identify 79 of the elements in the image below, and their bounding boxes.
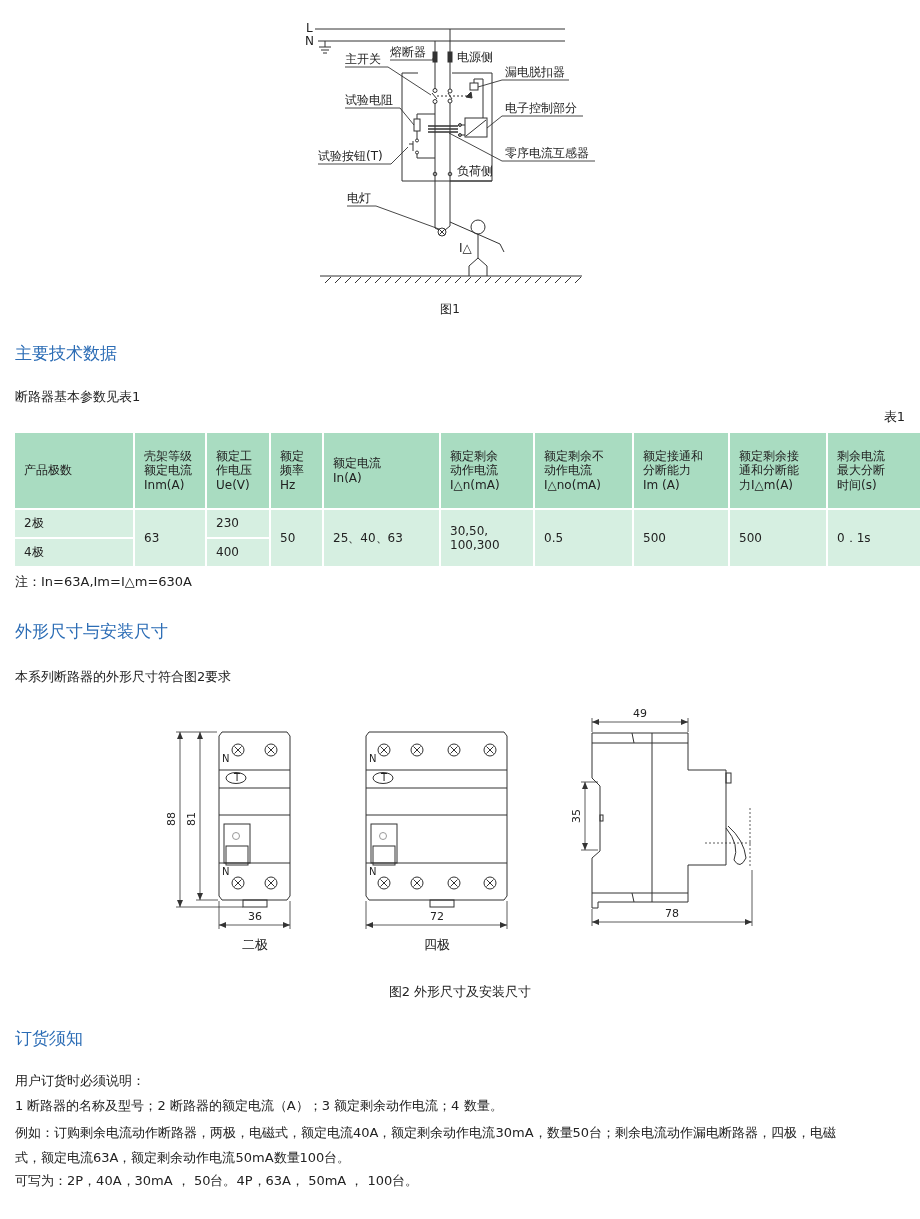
circuit-label: 负荷侧 [457, 164, 493, 179]
table-cell: 0.5 [535, 510, 632, 566]
table-cell: 400 [207, 539, 269, 566]
circuit-label: 图1 [440, 302, 460, 317]
trip-coil-symbol [469, 82, 479, 91]
table-cell: 4极 [15, 539, 133, 566]
table-header-cell: 壳架等级额定电流Inm(A) [135, 433, 205, 508]
circuit-label: I△ [459, 241, 472, 256]
dimension-value: 88 [165, 812, 179, 826]
table-cell: 500 [730, 510, 826, 566]
circuit-label: 电源侧 [457, 50, 493, 65]
leader-line [389, 57, 434, 61]
terminal-label: N [369, 866, 377, 879]
body-text: 注：In=63A,Im=I△m=630A [15, 574, 193, 591]
table-header-cell: 额定剩余接通和分断能力I△m(A) [730, 433, 826, 508]
table-cell: 25、40、63 [324, 510, 439, 566]
table-header-cell: 额定频率Hz [271, 433, 322, 508]
fuse-symbol [432, 51, 438, 63]
dimension-value: 81 [185, 812, 199, 826]
table-header-cell: 剩余电流最大分断时间(s) [828, 433, 920, 508]
body-text: 可写为：2P，40A，30mA ， 50台。4P，63A， 50mA ， 100台。 [15, 1173, 419, 1190]
table-header-cell: 额定剩余不动作电流I△no(mA) [535, 433, 632, 508]
body-text: 四极 [424, 937, 450, 954]
table-cell: 0．1s [828, 510, 920, 566]
part-label: 电灯 [347, 190, 373, 206]
dimension-value: 35 [570, 809, 584, 823]
section-heading: 外形尺寸与安装尺寸 [15, 621, 168, 643]
part-label: 试验电阻 [345, 92, 397, 108]
leader-line [346, 205, 440, 230]
part-label: 试验按钮(T) [318, 148, 388, 164]
leader-line [477, 79, 570, 88]
dimension-value: 49 [633, 707, 647, 721]
leader-line [344, 66, 432, 96]
table-header-cell: 产品极数 [15, 433, 133, 508]
table-cell: 230 [207, 510, 269, 537]
terminal-label: T [380, 771, 388, 785]
table-cell: 30,50, 100,300 [441, 510, 533, 566]
leader-line [448, 132, 596, 162]
leader-line [486, 115, 584, 129]
leader-line [344, 107, 415, 126]
section-heading: 主要技术数据 [15, 343, 117, 365]
body-text: 用户订货时必须说明： [15, 1073, 145, 1090]
body-text: 二极 [242, 937, 268, 954]
control-unit-box [464, 117, 488, 138]
terminal-label: N [222, 753, 230, 766]
dimension-value: 72 [430, 910, 444, 924]
terminal-label: N [222, 866, 230, 879]
part-label: 漏电脱扣器 [505, 64, 569, 80]
table-header-cell: 额定接通和分断能力Im (A) [634, 433, 728, 508]
resistor-symbol [413, 118, 421, 132]
body-text: 例如：订购剩余电流动作断路器，两极，电磁式，额定电流40A，额定剩余动作电流30mA，数量50台；剩余电流动作漏电断路器，四极，电磁式，额定电流63A，额定剩余动作电流50mA数量100台。 [15, 1124, 838, 1167]
table-cell: 500 [634, 510, 728, 566]
current-transformer-symbol [427, 125, 459, 133]
body-text: 本系列断路器的外形尺寸符合图2要求 [15, 669, 232, 686]
table-header-cell: 额定工作电压Ue(V) [207, 433, 269, 508]
table-header-cell: 额定电流In(A) [324, 433, 439, 508]
dimension-value: 78 [665, 907, 679, 921]
circuit-label: N [305, 34, 314, 49]
body-text: 断路器基本参数见表1 [15, 389, 141, 406]
table-cell: 2极 [15, 510, 133, 537]
body-text: 图2 外形尺寸及安装尺寸 [388, 984, 532, 1001]
table-header-cell: 额定剩余动作电流I△n(mA) [441, 433, 533, 508]
table-cell: 50 [271, 510, 322, 566]
terminal-label: N [369, 753, 377, 766]
switch-contacts-symbol [431, 88, 438, 104]
part-label: 主开关 [345, 51, 385, 67]
push-button-symbol [408, 138, 419, 155]
part-label: 电子控制部分 [505, 100, 583, 116]
dimension-value: 36 [248, 910, 262, 924]
lamp-symbol [437, 227, 447, 237]
table-cell: 63 [135, 510, 205, 566]
leader-line [317, 146, 409, 165]
body-text: 表1 [883, 409, 905, 426]
section-heading: 订货须知 [15, 1028, 83, 1050]
part-label: 零序电流互感器 [505, 145, 595, 161]
circuit-label: L [306, 21, 313, 36]
body-text: 1 断路器的名称及型号；2 断路器的额定电流（A）；3 额定剩余动作电流；4 数量。 [15, 1098, 503, 1115]
terminal-label: T [233, 771, 241, 785]
part-label: 熔断器 [390, 44, 430, 60]
